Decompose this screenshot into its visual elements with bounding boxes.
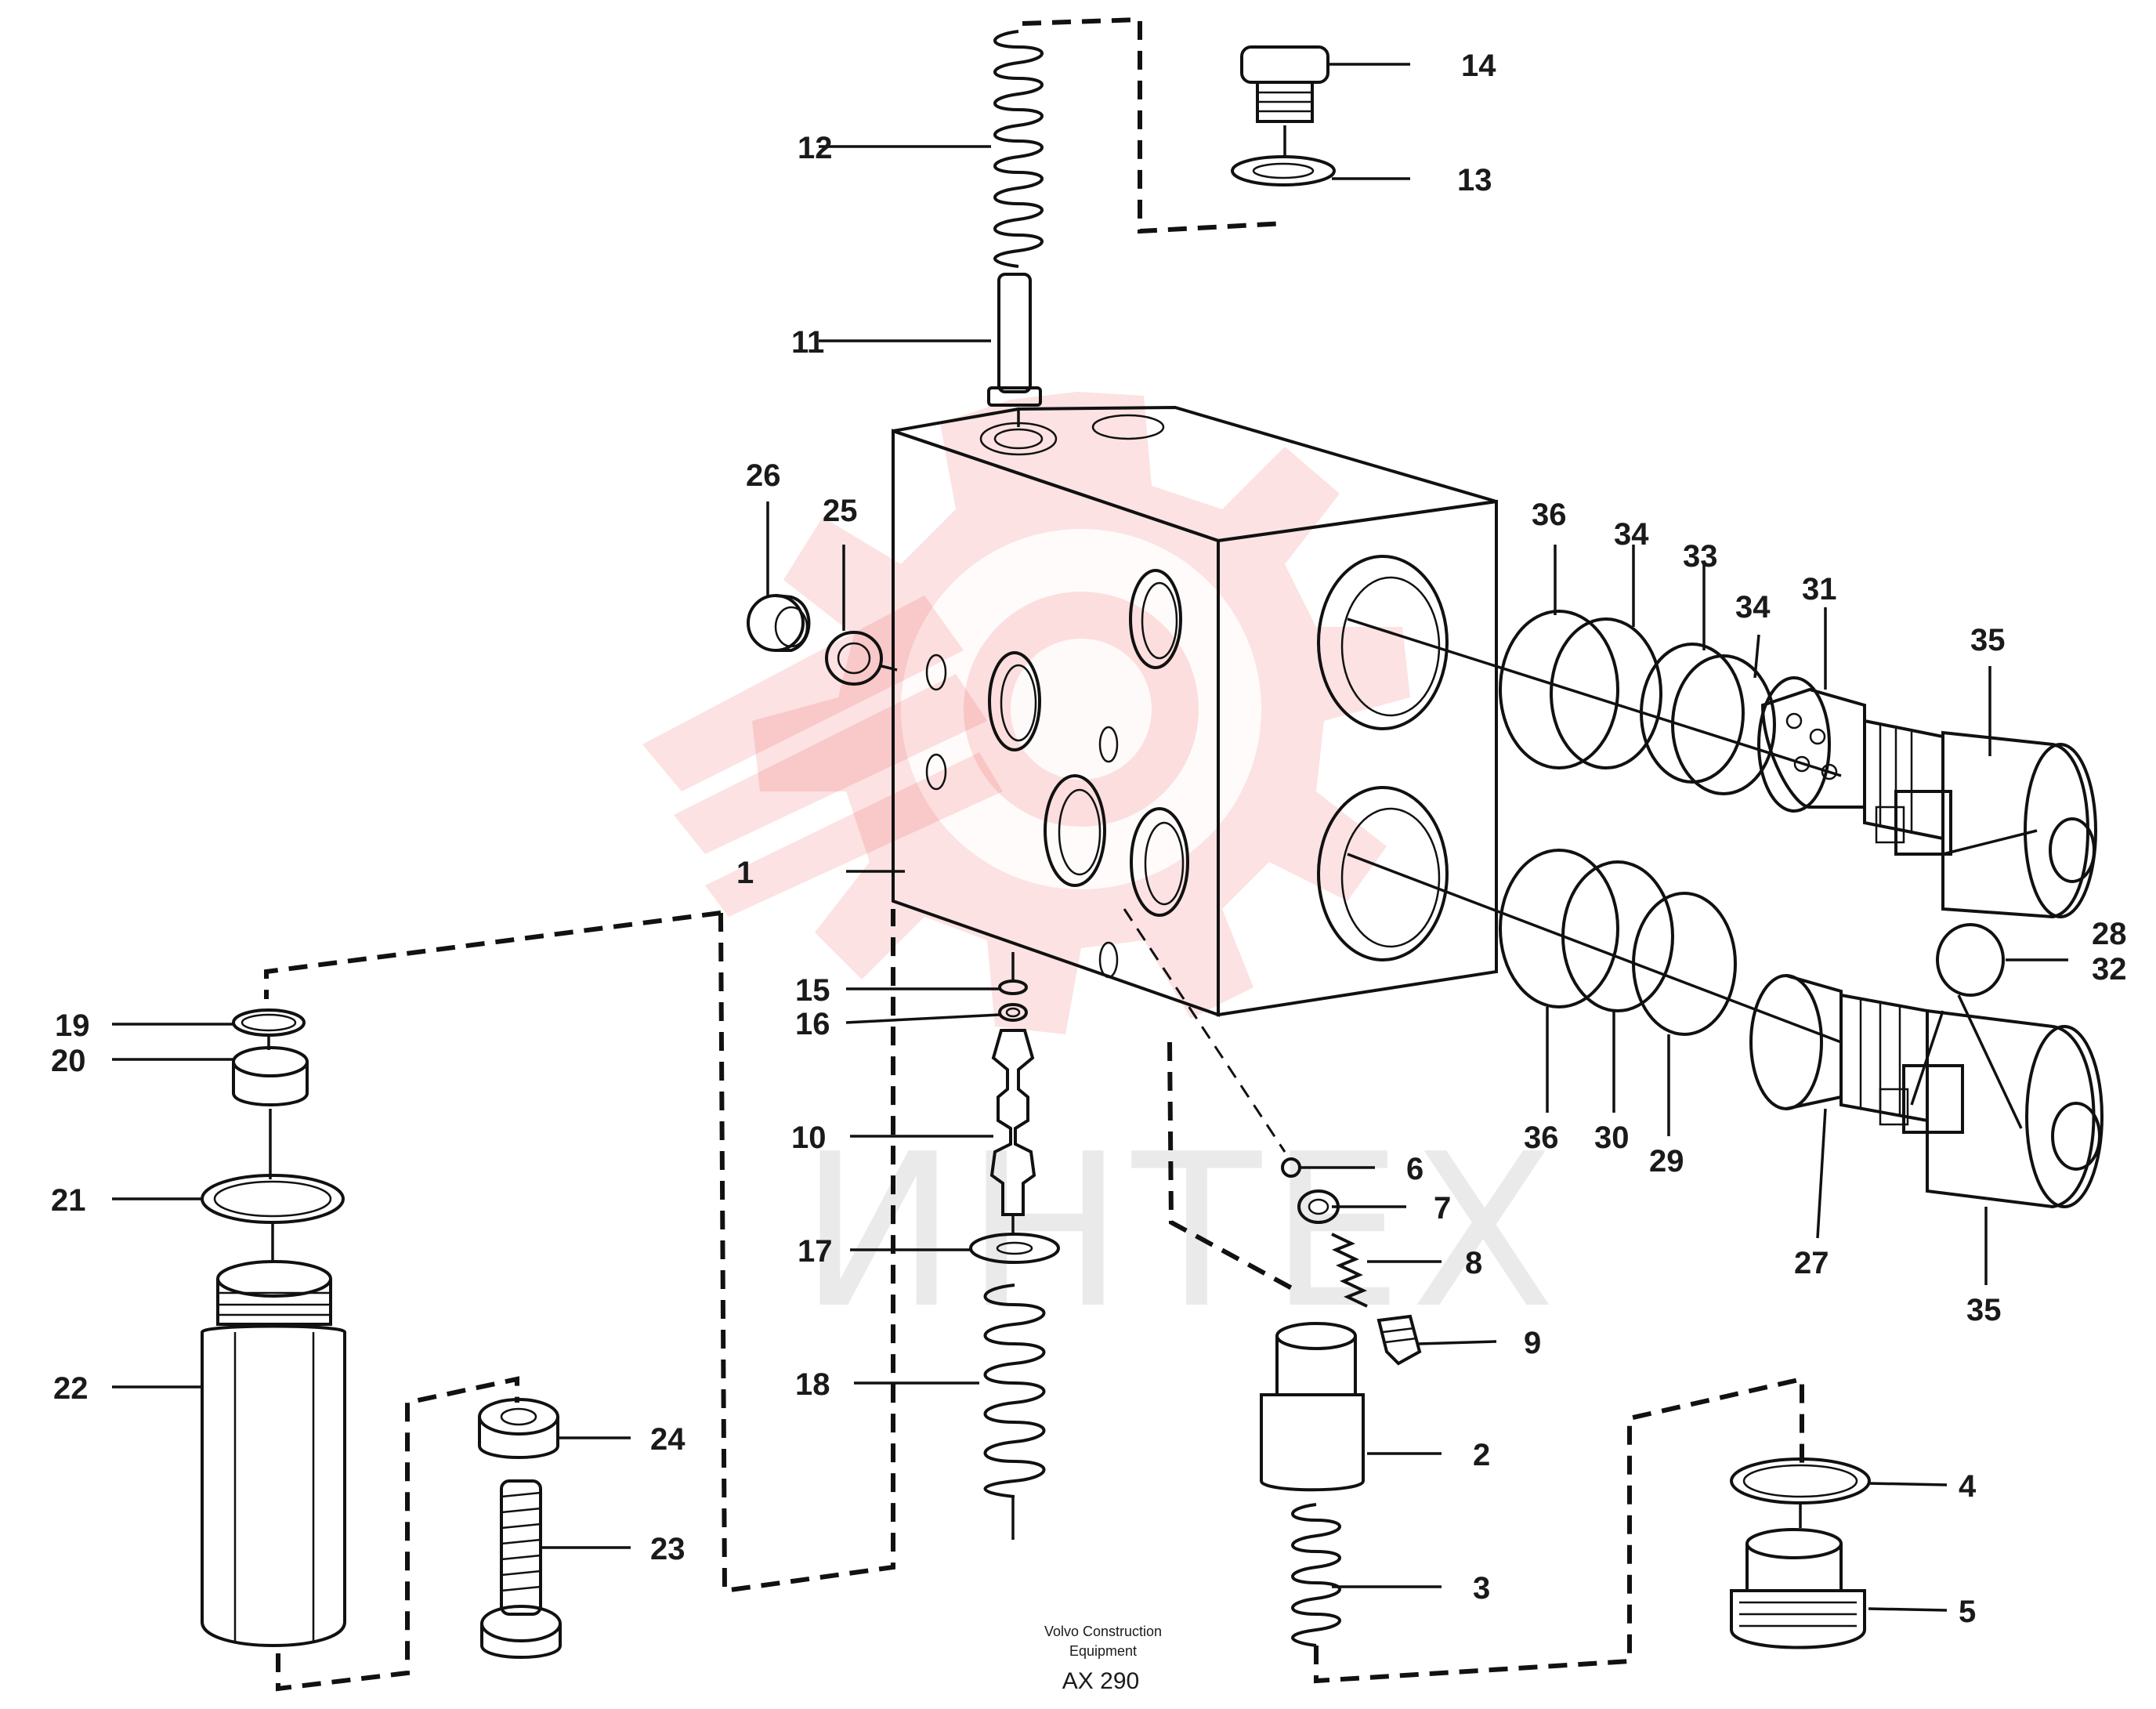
dashed-path-3-4 [1314,1376,1804,1684]
callout-4: 4 [1959,1469,1977,1504]
ball-part-6 [1281,1157,1301,1178]
callout-24: 24 [650,1422,686,1457]
callout-14: 14 [1461,49,1496,83]
callout-13: 13 [1457,163,1492,197]
spring-part-18 [983,1284,1046,1498]
spool-part-10 [989,1029,1036,1216]
callout-29: 29 [1649,1144,1684,1179]
callout-11: 11 [791,325,824,360]
callout-9: 9 [1524,1326,1541,1360]
screw-part-9 [1376,1314,1422,1366]
callout-7: 7 [1434,1191,1451,1226]
plug-part-20 [232,1046,309,1106]
callout-26: 26 [746,458,781,493]
callout-34-b: 34 [1735,590,1771,625]
washer-part-17 [969,1233,1060,1264]
callout-6: 6 [1406,1152,1423,1186]
dashed-path-block-2 [1167,1041,1302,1295]
callout-8: 8 [1465,1246,1482,1280]
callout-36-b: 36 [1524,1121,1559,1155]
dashed-path-22-24 [276,1376,519,1692]
callout-35-a: 35 [1970,623,2006,657]
ring-part-16 [998,1003,1028,1022]
axis-upper-cartridge [1347,617,1842,777]
callout-labels: 1 2 3 4 5 6 7 8 9 10 11 12 13 14 15 16 1… [51,49,2127,1629]
callout-19: 19 [55,1008,90,1043]
cartridge-valve-part-31 [1757,676,1944,841]
callout-5: 5 [1959,1595,1976,1629]
solenoid-part-35-upper [1875,730,2097,919]
cap-part-26 [747,594,811,652]
o-ring-part-34-upper-a [1550,617,1662,769]
washer-part-13 [1231,155,1336,186]
axis-28-upper [1942,829,2038,856]
axis-25-block [881,664,898,672]
dashed-axis-6 [1123,908,1286,1153]
filter-housing-part-22 [201,1260,346,1647]
solenoid-part-35-lower [1879,1008,2104,1209]
o-ring-part-29 [1632,892,1737,1036]
cartridge-valve-part-27 [1749,974,1929,1123]
callout-20: 20 [51,1044,86,1078]
callout-21: 21 [51,1183,86,1218]
watermark-text: ИНТЕХ [799,1108,1564,1355]
callout-35-b: 35 [1966,1293,2002,1327]
callout-28: 28 [2092,917,2127,951]
callout-27: 27 [1794,1246,1829,1280]
o-ring-part-36-lower [1499,849,1619,1008]
o-ring-part-19 [232,1008,306,1037]
spring-part-3 [1291,1503,1341,1647]
o-ring-part-21 [201,1174,345,1224]
plug-part-2 [1260,1322,1365,1492]
axis-28-lower [1957,994,2023,1129]
callout-23: 23 [650,1532,686,1566]
dashed-return-path [718,909,895,1594]
callout-1: 1 [736,856,754,890]
callout-25: 25 [823,494,858,528]
plug-part-5 [1730,1528,1866,1649]
callout-15: 15 [795,973,830,1008]
plunger-part-11 [987,273,1042,407]
spring-part-8 [1331,1233,1368,1308]
axis-28-left [1910,1010,1944,1106]
nut-part-24 [478,1398,559,1459]
callout-33: 33 [1683,539,1718,574]
caption-line-2: Equipment [1069,1643,1137,1659]
caption-line-1: Volvo Construction [1044,1624,1162,1639]
seal-part-15 [998,979,1028,995]
valve-block-part-1 [892,405,1498,1017]
caption-block: Volvo Construction Equipment AX 290 [1044,1624,1162,1694]
watermark-gear-logo [642,392,1410,1034]
callout-18: 18 [795,1367,830,1402]
callout-12: 12 [798,131,833,165]
callout-17: 17 [798,1234,833,1269]
ring-part-28-32 [1936,923,2005,997]
callout-16: 16 [795,1007,830,1041]
o-ring-part-34-upper-b [1671,654,1776,795]
caption-code: AX 290 [1062,1668,1139,1694]
callout-32: 32 [2092,952,2127,987]
spring-part-12 [993,30,1044,268]
callout-3: 3 [1473,1571,1490,1606]
callout-36-a: 36 [1532,498,1567,532]
dashed-path-block-19 [264,911,722,999]
callout-31: 31 [1802,572,1837,606]
callout-2: 2 [1473,1438,1490,1472]
seal-ring-part-25 [825,631,883,686]
bolt-part-23 [480,1479,562,1659]
callout-34-a: 34 [1614,517,1649,552]
o-ring-part-33 [1640,643,1745,784]
plug-part-14 [1240,45,1329,123]
dashed-path-12-13 [1022,16,1286,234]
callout-30: 30 [1594,1121,1630,1155]
leader-lines [112,63,2068,1612]
callout-10: 10 [791,1121,827,1155]
o-ring-part-36-upper [1499,610,1619,769]
axis-lower-cartridge [1347,853,1842,1044]
callout-22: 22 [53,1371,89,1406]
o-ring-part-4 [1730,1457,1871,1504]
